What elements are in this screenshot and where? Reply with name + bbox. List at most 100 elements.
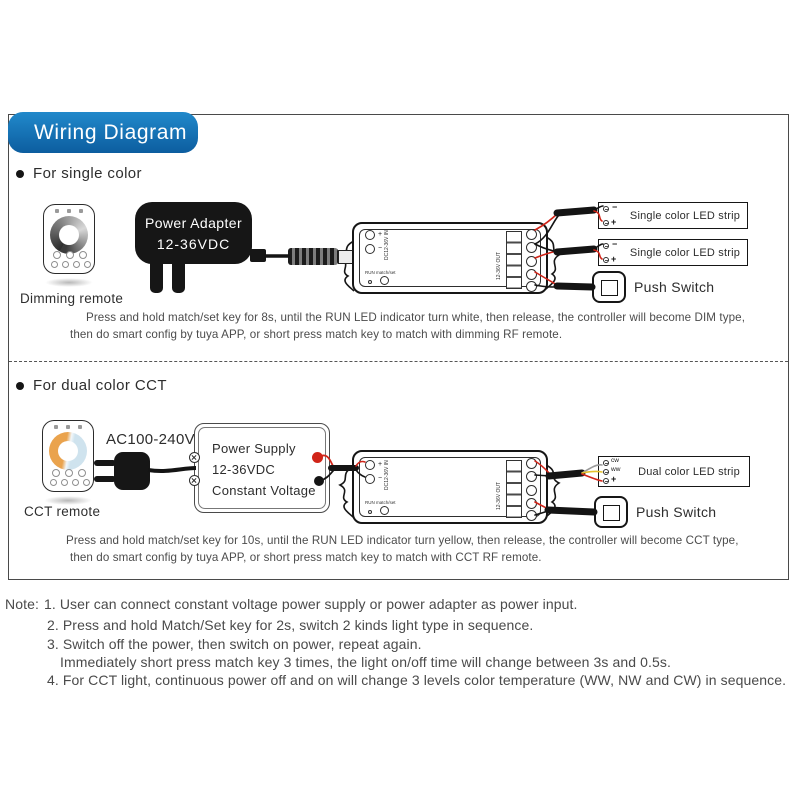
note-prefix: Note:	[5, 596, 39, 612]
single-color-heading: For single color	[16, 165, 142, 182]
run-led	[368, 280, 372, 284]
run-led	[368, 510, 372, 514]
output-terminal-block	[506, 460, 522, 518]
output-terminal	[526, 281, 537, 292]
psu-ac-terminal	[189, 475, 200, 486]
dial-knob	[59, 225, 79, 245]
dc-input-label: DC12-36V IN	[384, 230, 390, 260]
remote-key-icon	[67, 209, 71, 213]
led-controller-dim: + − DC12-36V IN RUN match/set 12-36V OUT	[352, 222, 548, 294]
note-item: 2. Press and hold Match/Set key for 2s, …	[47, 617, 534, 633]
output-terminal-block	[506, 231, 522, 289]
push-switch-button	[601, 280, 618, 296]
remote-button	[73, 261, 80, 268]
cct-heading: For dual color CCT	[16, 377, 167, 394]
input-terminal	[365, 244, 375, 254]
note-item: 1. User can connect constant voltage pow…	[43, 596, 578, 612]
single-led-strip-1: − + Single color LED strip	[598, 202, 748, 229]
psu-label-3: Constant Voltage	[212, 483, 316, 498]
remote-shadow	[44, 496, 92, 505]
input-terminal	[365, 474, 375, 484]
strip-terminal	[603, 469, 609, 475]
terminal-plus-mark: +	[378, 461, 383, 468]
dc-input-label: DC12-36V IN	[384, 460, 390, 490]
remote-button	[51, 261, 58, 268]
strip-plus: +	[611, 254, 617, 264]
output-terminal	[526, 242, 537, 253]
remote-button	[65, 469, 73, 477]
adapter-prong	[172, 262, 185, 293]
strip-terminal	[603, 243, 609, 249]
remote-button	[84, 261, 91, 268]
strip-terminal	[603, 206, 609, 212]
dc-barrel-connector	[288, 248, 338, 265]
push-switch-label: Push Switch	[634, 279, 715, 295]
push-switch	[594, 496, 628, 528]
strip-terminal	[603, 460, 609, 466]
single-color-heading-label: For single color	[33, 165, 142, 182]
single-led-strip-2: − + Single color LED strip	[598, 239, 748, 266]
output-terminal	[526, 510, 537, 521]
terminal-minus-mark: −	[378, 475, 383, 482]
match-set-button	[380, 506, 389, 515]
push-switch-button	[603, 505, 620, 521]
power-adapter-label: Power Adapter	[144, 215, 243, 231]
push-switch-label: Push Switch	[636, 504, 717, 520]
diagram-border-box	[8, 114, 789, 580]
power-adapter-voltage: 12-36VDC	[156, 236, 231, 252]
single-desc-line1: Press and hold match/set key for 8s, unt…	[86, 311, 746, 324]
page-title-banner: Wiring Diagram	[8, 112, 198, 153]
plug-prong	[94, 476, 116, 482]
remote-shadow	[45, 278, 93, 287]
remote-button	[53, 251, 61, 259]
note-line-1: Note: 1. User can connect constant volta…	[5, 596, 577, 612]
strip-cw: cw	[611, 457, 619, 464]
psu-ac-terminal	[189, 452, 200, 463]
output-terminal	[526, 498, 537, 509]
dimming-dial-icon	[50, 216, 88, 254]
output-label: 12-36V OUT	[496, 251, 502, 280]
remote-key-icon	[78, 425, 82, 429]
adapter-prong	[150, 262, 163, 293]
input-terminal	[365, 230, 375, 240]
cct-dial-icon	[49, 432, 87, 470]
match-set-button	[380, 276, 389, 285]
bullet-icon	[16, 169, 24, 178]
note-item: 3. Switch off the power, then switch on …	[47, 636, 422, 652]
output-terminal	[526, 229, 537, 240]
power-adapter: Power Adapter 12-36VDC	[135, 202, 252, 264]
single-strip-label: Single color LED strip	[629, 210, 741, 222]
cct-heading-label: For dual color CCT	[33, 377, 167, 394]
terminal-plus-mark: +	[378, 231, 383, 238]
remote-button	[79, 251, 87, 259]
note-item: Immediately short press match key 3 time…	[60, 654, 671, 670]
remote-button	[78, 469, 86, 477]
psu-vminus-terminal	[314, 476, 324, 486]
psu-vplus-terminal	[312, 452, 323, 463]
page-title: Wiring Diagram	[34, 120, 188, 144]
strip-minus: −	[612, 202, 618, 212]
strip-terminal	[603, 220, 609, 226]
remote-button	[83, 479, 90, 486]
psu-label-1: Power Supply	[212, 441, 296, 456]
power-supply: Power Supply 12-36VDC Constant Voltage	[194, 423, 330, 513]
output-terminal	[526, 256, 537, 267]
led-controller-cct: + − DC12-36V IN RUN match/set 12-36V OUT	[352, 450, 548, 524]
remote-button	[62, 261, 69, 268]
remote-key-icon	[66, 425, 70, 429]
cct-desc-line2: then do smart config by tuya APP, or sho…	[70, 551, 542, 564]
strip-plus: +	[611, 217, 617, 227]
remote-button	[66, 251, 74, 259]
remote-key-icon	[54, 425, 58, 429]
remote-key-icon	[79, 209, 83, 213]
psu-label-2: 12-36VDC	[212, 462, 276, 477]
strip-minus: −	[612, 239, 618, 249]
remote-button	[72, 479, 79, 486]
plug-prong	[94, 460, 116, 466]
push-switch	[592, 271, 626, 303]
remote-key-icon	[55, 209, 59, 213]
ac-plug	[114, 452, 150, 490]
bullet-icon	[16, 381, 24, 390]
dial-knob	[58, 441, 78, 461]
single-strip-label: Single color LED strip	[629, 247, 741, 259]
